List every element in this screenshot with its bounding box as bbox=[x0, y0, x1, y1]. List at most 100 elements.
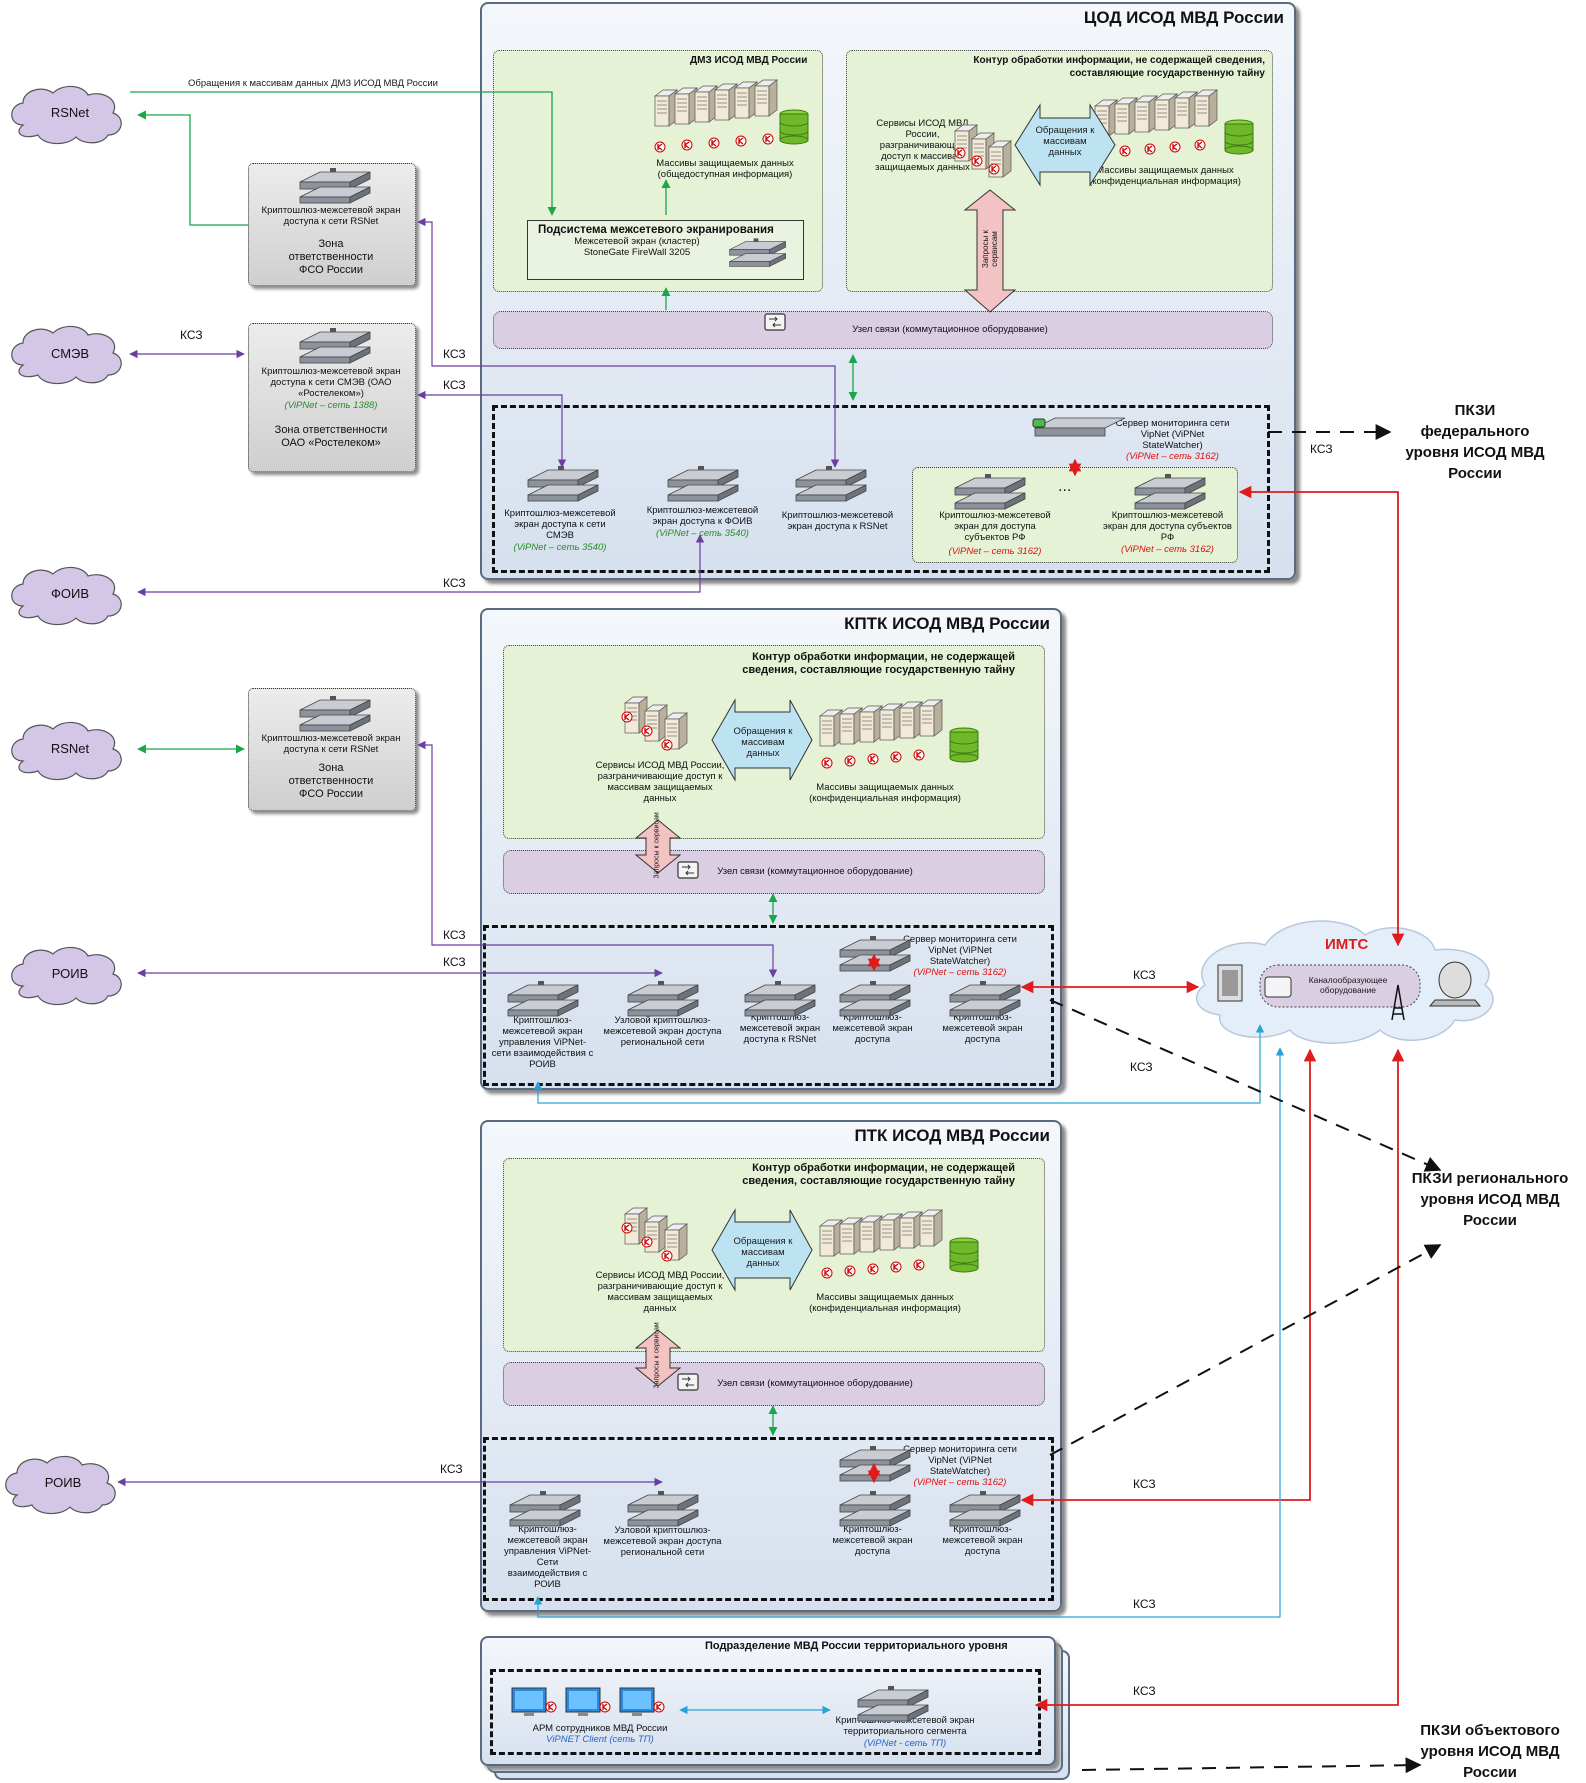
ptk-gw-access2-icon bbox=[949, 1490, 1021, 1527]
fso1-zone-label: Зона ответственности ФСО России bbox=[288, 238, 374, 276]
imts-title: ИМТС bbox=[1325, 936, 1369, 953]
cod-monitor-net: (ViPNet – сеть 3162) bbox=[1126, 451, 1219, 462]
ksz-label-smev: КСЗ bbox=[180, 328, 203, 342]
cod-ellipsis: ... bbox=[1058, 478, 1072, 495]
cod-monitor-icon bbox=[1032, 417, 1126, 437]
rtk-net: (ViPNet – сеть 1388) bbox=[284, 400, 378, 411]
ksz-label-imts1: КСЗ bbox=[1133, 968, 1156, 982]
rsnet-request-label: Обращения к массивам данных ДМЗ ИСОД МВД… bbox=[188, 78, 438, 89]
kptk-gw-access1-icon bbox=[839, 980, 911, 1017]
fso1-gw-label: Криптошлюз-межсетевой экран доступа к се… bbox=[261, 205, 401, 227]
cod-gw-subj2-icon bbox=[1134, 473, 1206, 510]
kptk-node-label: Узел связи (коммутационное оборудование) bbox=[717, 866, 913, 877]
cod-gw-foiv-icon bbox=[667, 465, 739, 502]
kptk-contour-title: Контур обработки информации, не содержащ… bbox=[742, 651, 1015, 676]
pkzi-federal: ПКЗИ федерального уровня ИСОД МВД России bbox=[1405, 402, 1545, 482]
ptk-service-servers bbox=[621, 1207, 688, 1262]
cod-requests-label: Запросы к сервисам bbox=[981, 230, 999, 268]
ptk-gw-node-icon bbox=[627, 1490, 699, 1527]
ptk-gw-mgmt-icon bbox=[509, 1490, 581, 1527]
kptk-gw-rsnet-icon bbox=[744, 980, 816, 1017]
roiv1-cloud-label: РОИВ bbox=[51, 966, 89, 981]
fso2-zone-label: Зона ответственности ФСО России bbox=[288, 762, 374, 800]
cod-gw-rsnet-icon bbox=[795, 465, 867, 502]
ptk-node-switch bbox=[677, 1373, 699, 1391]
territorial-perimeter bbox=[490, 1669, 1041, 1755]
cod-access-arrow bbox=[1014, 103, 1116, 187]
dmz-arrays-label: Массивы защищаемых данных (общедоступная… bbox=[656, 158, 794, 180]
cod-title: ЦОД ИСОД МВД России bbox=[1083, 8, 1284, 27]
ksz-label-kptk2: КСЗ bbox=[443, 955, 466, 969]
territorial-title: Подразделение МВД России территориальног… bbox=[705, 1640, 1008, 1652]
gw-subj1-net: (ViPNet – сеть 3162) bbox=[948, 546, 1042, 557]
cod-conf-servers bbox=[1094, 89, 1254, 159]
kptk-access-label: Обращения к массивам данных bbox=[733, 726, 793, 759]
ksz-label-kptk1: КСЗ bbox=[443, 928, 466, 942]
terr-gw-net: (ViPNet - сеть ТП) bbox=[863, 1738, 947, 1749]
ksz-label-ptk: КСЗ bbox=[1133, 1477, 1156, 1491]
fso1-gw-icon bbox=[299, 167, 371, 204]
dmz-servers bbox=[654, 79, 809, 153]
foiv-cloud-label: ФОИВ bbox=[50, 586, 89, 601]
kptk-conf-arrays-label: Массивы защищаемых данных (конфиденциаль… bbox=[809, 782, 961, 804]
gw-subj1-label: Криптошлюз-межсетевой экран для доступа … bbox=[939, 510, 1051, 543]
terr-gw-icon bbox=[857, 1685, 929, 1722]
ptk-monitor-icon bbox=[839, 1445, 911, 1482]
ksz-label-federal: КСЗ bbox=[1310, 442, 1333, 456]
smev-cloud-label: СМЭВ bbox=[50, 346, 90, 361]
cod-conf-arrays-label: Массивы защищаемых данных (конфиденциаль… bbox=[1089, 165, 1241, 187]
gw-foiv-net: (ViPNet – сеть 3540) bbox=[656, 528, 749, 539]
imts-equipment: Каналообразующее оборудование bbox=[1308, 975, 1388, 995]
stonegate-firewall bbox=[729, 238, 787, 267]
ksz-label-foiv: КСЗ bbox=[443, 576, 466, 590]
kptk-node-switch bbox=[677, 861, 699, 879]
pkzi-object: ПКЗИ объектового уровня ИСОД МВД России bbox=[1420, 1722, 1560, 1781]
cod-monitor-label: Сервер мониторинга сети VipNet (ViPNet S… bbox=[1115, 418, 1230, 451]
kptk-requests-label: Запросы к сервисам bbox=[653, 812, 661, 879]
kptk-gw-node-icon bbox=[627, 980, 699, 1017]
cod-access-label: Обращения к массивам данных bbox=[1035, 125, 1095, 158]
kptk-title: КПТК ИСОД МВД России bbox=[844, 614, 1050, 633]
kptk-gw-access2-icon bbox=[949, 980, 1021, 1017]
kptk-monitor-net: (ViPNet – сеть 3162) bbox=[913, 967, 1007, 978]
kptk-gw-mgmt-icon bbox=[507, 980, 579, 1017]
cod-gw-smev-icon bbox=[527, 465, 599, 502]
ptk-requests-label: Запросы к сервисам bbox=[653, 1322, 661, 1389]
cod-gw-subj1-icon bbox=[954, 473, 1026, 510]
cod-services-label: Сервисы ИСОД МВД России, разграничивающи… bbox=[875, 118, 970, 173]
cod-node-label: Узел связи (коммутационное оборудование) bbox=[852, 324, 1048, 335]
ksz-label-cod2: КСЗ bbox=[443, 378, 466, 392]
roiv2-cloud-label: РОИВ bbox=[44, 1475, 82, 1490]
ksz-label-ptk-cyan: КСЗ bbox=[1133, 1597, 1156, 1611]
fso2-gw-icon bbox=[299, 695, 371, 732]
kptk-monitor-icon bbox=[839, 935, 911, 972]
cod-node-switch bbox=[764, 313, 786, 331]
gw-rsnet-label: Криптошлюз-межсетевой экран доступа к RS… bbox=[781, 510, 894, 532]
gw-foiv-label: Криптошлюз-межсетевой экран доступа к ФО… bbox=[646, 505, 759, 527]
cyan-links bbox=[533, 1024, 1285, 1715]
kptk-monitor-label: Сервер мониторинга сети VipNet (ViPNet S… bbox=[903, 934, 1017, 967]
dmz-title: ДМЗ ИСОД МВД России bbox=[690, 55, 808, 66]
ptk-conf-servers bbox=[819, 1209, 979, 1279]
cod-contour-title: Контур обработки информации, не содержащ… bbox=[973, 55, 1265, 79]
dashed-links bbox=[1049, 424, 1442, 1774]
rtk-gw-label: Криптошлюз-межсетевой экран доступа к се… bbox=[261, 366, 401, 399]
kptk-conf-servers bbox=[819, 699, 979, 769]
cod-requests-arrow bbox=[963, 189, 1017, 313]
rsnet2-cloud-label: RSNet bbox=[50, 741, 90, 756]
ptk-access-label: Обращения к массивам данных bbox=[733, 1236, 793, 1269]
kptk-service-servers bbox=[621, 696, 688, 751]
ksz-label-cod1: КСЗ bbox=[443, 347, 466, 361]
rtk-gw-icon bbox=[299, 327, 371, 364]
gw-subj2-label: Криптошлюз-межсетевой экран для доступа … bbox=[1103, 510, 1232, 543]
ptk-gw-access1-icon bbox=[839, 1490, 911, 1527]
arm-label: АРМ сотрудников МВД России bbox=[532, 1723, 668, 1734]
rtk-zone-label: Зона ответственности ОАО «Ростелеком» bbox=[274, 424, 388, 449]
arm-workstations bbox=[511, 1687, 665, 1717]
purple-links bbox=[117, 217, 840, 1487]
ksz-label-imts2: КСЗ bbox=[1130, 1060, 1153, 1074]
arm-net: ViPNET Client (сеть ТП) bbox=[546, 1734, 654, 1745]
ksz-label-roiv2: КСЗ bbox=[440, 1462, 463, 1476]
pkzi-regional: ПКЗИ регионального уровня ИСОД МВД Росси… bbox=[1411, 1170, 1569, 1229]
